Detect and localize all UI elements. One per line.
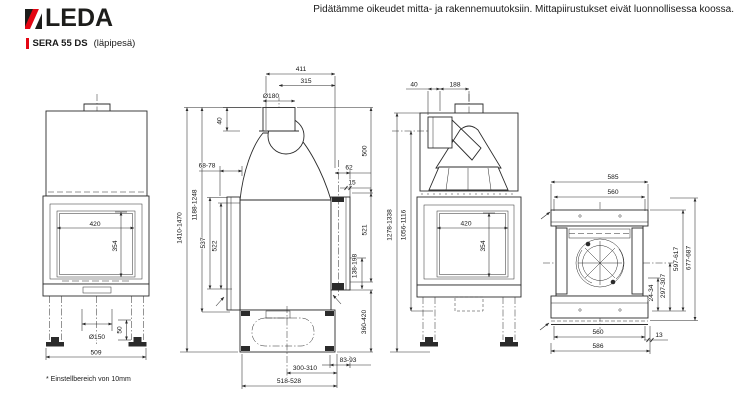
leda-logo-icon	[25, 8, 42, 29]
brand-name: LEDA	[45, 4, 114, 32]
plinth	[42, 283, 150, 297]
body-top-view	[555, 225, 644, 297]
dim-body-height-side: 521	[362, 224, 369, 235]
disclaimer-text: Pidätämme oikeudet mitta- ja rakennemuut…	[313, 4, 734, 15]
page-header: LEDA Pidätämme oikeudet mitta- ja rakenn…	[0, 0, 738, 60]
base-opening	[251, 317, 315, 347]
front-view-drawing: 420 354 Ø150 50 509	[42, 94, 150, 360]
firebox-outline	[42, 195, 150, 285]
rear-convection-channel	[330, 196, 351, 291]
glass-window-back	[436, 210, 509, 278]
dim-rear-offset: 62	[345, 165, 353, 172]
dim-back-glass-height: 354	[480, 240, 487, 251]
dim-depth-front: 411	[296, 66, 307, 73]
dim-depth-rear: 315	[300, 78, 311, 85]
dim-top-width-outer: 585	[607, 174, 618, 181]
dim-base-width: 509	[90, 350, 101, 357]
dim-flue-offset: 40	[217, 117, 224, 125]
dim-rear-wall-gap: 15	[348, 180, 356, 187]
dim-base-center-depth: 300-310	[293, 365, 318, 372]
adjustable-foot-right	[128, 342, 147, 347]
footnote-text: * Einstellbereich von 10mm	[46, 376, 131, 383]
firebox-outline-back	[416, 196, 522, 286]
dim-flue-axis-height: 1056-1116	[401, 209, 408, 240]
fin-comb-right	[631, 227, 644, 295]
front-band	[550, 209, 649, 227]
dim-foot-height: 50	[117, 326, 124, 334]
model-variant: (läpipesä)	[93, 38, 136, 49]
top-view-drawing: 585 560 560 586 13 597-617 677-687 297-3…	[539, 173, 698, 354]
red-accent-bar	[26, 38, 29, 49]
finned-dome	[435, 125, 502, 169]
dim-hood-height: 1278-1338	[387, 209, 394, 241]
dim-front-glass-height: 354	[112, 240, 119, 251]
flue-stub-outline	[83, 103, 111, 111]
dim-upper-height: 500	[362, 145, 369, 156]
fin-comb-left	[555, 227, 568, 295]
flue-opening-circle	[575, 238, 625, 288]
dim-body-height: 1188-1248	[192, 189, 199, 220]
dim-rear-base-gap: 83-93	[340, 357, 357, 364]
dome-skirt	[428, 166, 509, 191]
hood-outline	[45, 110, 148, 197]
dim-front-gap: 24-34	[648, 284, 655, 301]
plinth-back	[416, 284, 522, 298]
dim-depth-inner: 597-617	[673, 247, 680, 272]
door-frame-section	[226, 196, 241, 311]
dim-flue-bottom-diameter: Ø150	[89, 334, 105, 341]
base-section	[239, 309, 336, 353]
dim-base-depth: 518-528	[277, 378, 302, 385]
dim-door-height-inner: 522	[212, 240, 219, 251]
model-title: SERA 55 DS (läpipesä)	[26, 38, 135, 49]
dim-bottom-width-outer: 586	[592, 343, 603, 350]
dim-duct-to-stub: 188	[449, 82, 460, 89]
back-view-drawing: 40 188 1278-1338 1056-1116 420 354	[386, 81, 522, 353]
flue-stub-outline-back	[454, 103, 484, 113]
dim-duct-offset: 40	[410, 82, 418, 89]
dim-edge-gap: 13	[655, 332, 663, 339]
dim-flue-diameter: Ø180	[263, 93, 279, 100]
dim-total-height: 1410-1470	[177, 212, 184, 244]
dim-depth-outer: 677-687	[686, 246, 693, 271]
dim-base-height-range: 360-420	[361, 310, 368, 335]
dim-back-glass-width: 420	[460, 221, 471, 228]
flue-pipe	[262, 107, 296, 132]
dim-top-width-inner: 560	[607, 189, 618, 196]
glass-window	[56, 210, 136, 278]
adjustable-foot-left	[46, 342, 64, 347]
dim-door-offset: 68-78	[199, 163, 216, 170]
dim-bottom-width-inner: 560	[592, 329, 603, 336]
dim-center-depth: 297-307	[660, 274, 667, 299]
dim-front-glass-width: 420	[89, 221, 100, 228]
air-duct	[427, 116, 453, 149]
rear-band	[550, 295, 649, 319]
leda-logo: LEDA	[25, 6, 113, 31]
dim-door-height-outer: 537	[200, 237, 207, 248]
model-name: SERA 55 DS	[32, 38, 88, 49]
dim-grate-range: 138-198	[352, 254, 359, 279]
side-section-drawing: 411 315 Ø180 40 68-78 537 522 62 15 500	[198, 65, 373, 389]
